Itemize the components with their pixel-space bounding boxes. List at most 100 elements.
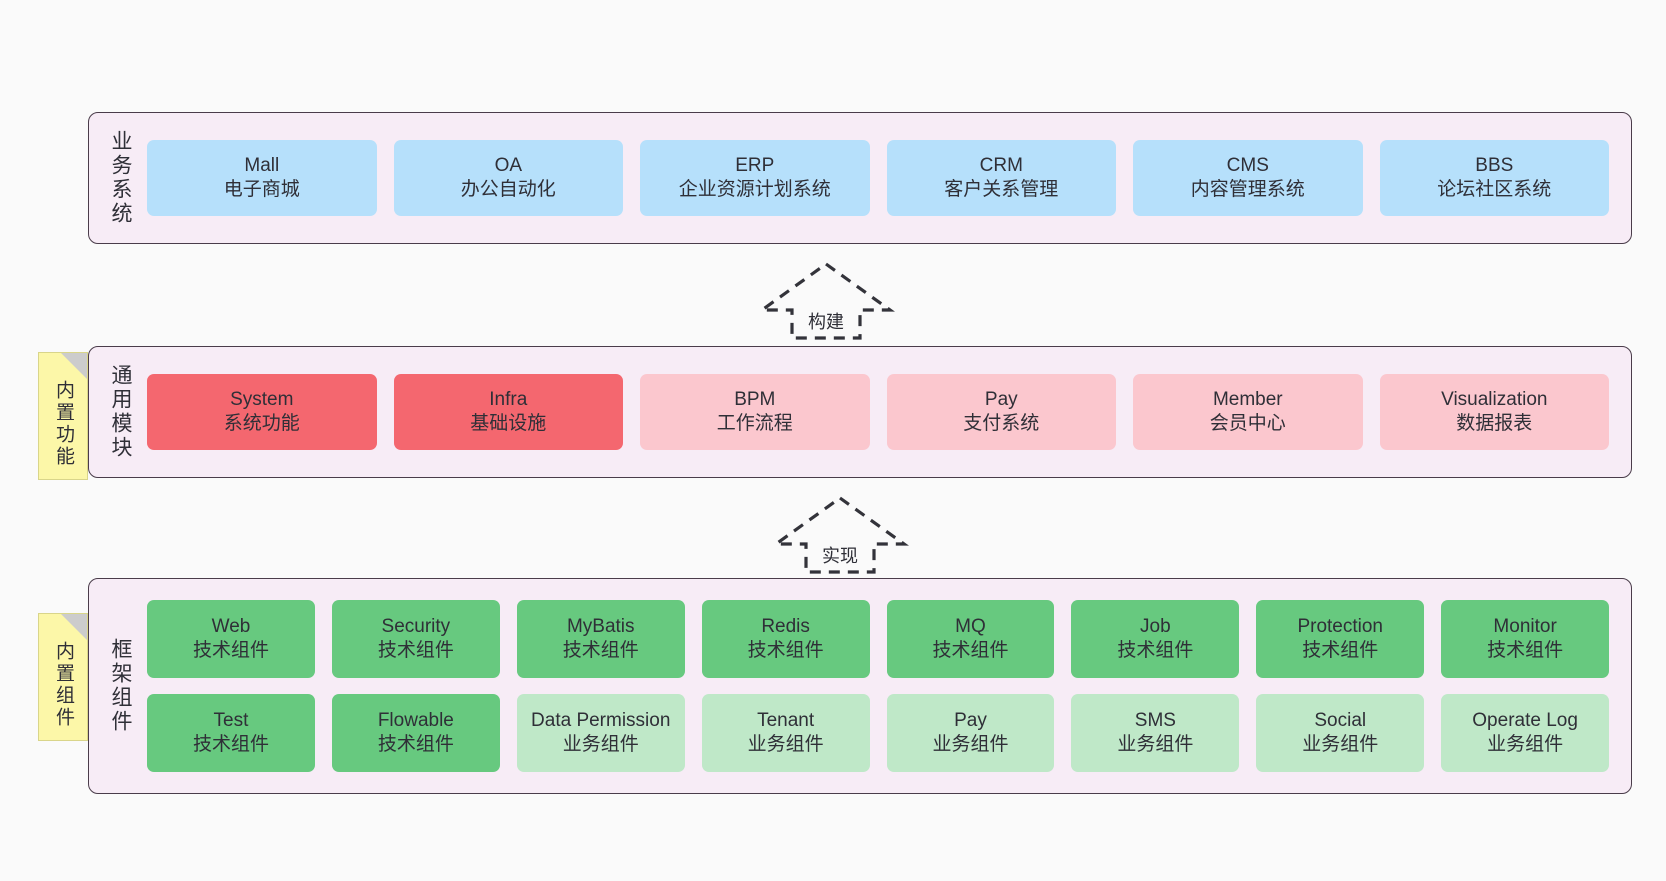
- node-member-cn: 会员中心: [1209, 413, 1286, 434]
- node-bpm[interactable]: BPM 工作流程: [640, 374, 870, 450]
- node-social-en: Social: [1314, 709, 1367, 731]
- node-pay-module[interactable]: Pay 支付系统: [886, 374, 1117, 450]
- node-test[interactable]: Test 技术组件: [147, 694, 315, 772]
- node-operate-log-en: Operate Log: [1472, 709, 1578, 731]
- node-system-cn: 系统功能: [223, 413, 300, 434]
- node-job-cn: 技术组件: [1117, 640, 1194, 661]
- node-mq-en: MQ: [955, 615, 986, 637]
- node-protection[interactable]: Protection 技术组件: [1256, 600, 1425, 678]
- node-monitor-cn: 技术组件: [1487, 640, 1564, 661]
- sticky-note-builtin-components-label: 内置组件: [52, 641, 74, 729]
- node-pay-component[interactable]: Pay 业务组件: [886, 694, 1055, 772]
- node-social-cn: 业务组件: [1302, 734, 1379, 755]
- node-visualization[interactable]: Visualization 数据报表: [1379, 374, 1610, 450]
- node-mq[interactable]: MQ 技术组件: [886, 600, 1055, 678]
- node-operate-log[interactable]: Operate Log 业务组件: [1441, 694, 1610, 772]
- node-oa-en: OA: [494, 154, 523, 176]
- layer-common-module-body: System 系统功能 Infra 基础设施 BPM 工作流程 Pay 支付系统…: [141, 347, 1615, 477]
- node-monitor-en: Monitor: [1493, 615, 1557, 637]
- connector-implement: 实现: [770, 492, 910, 578]
- node-bbs-cn: 论坛社区系统: [1437, 179, 1552, 200]
- node-tenant-en: Tenant: [757, 709, 815, 731]
- node-tenant[interactable]: Tenant 业务组件: [701, 694, 870, 772]
- node-erp-cn: 企业资源计划系统: [678, 179, 831, 200]
- node-protection-cn: 技术组件: [1302, 640, 1379, 661]
- node-crm-cn: 客户关系管理: [944, 179, 1059, 200]
- sticky-note-builtin-features: 内置功能: [38, 352, 88, 480]
- framework-tech-row: Web 技术组件 Security 技术组件 MyBatis 技术组件 Redi…: [147, 600, 1610, 678]
- node-web-cn: 技术组件: [192, 640, 269, 661]
- node-erp-en: ERP: [735, 154, 775, 176]
- layer-framework-component-label: 框架组件: [109, 638, 133, 734]
- node-pay-module-en: Pay: [984, 388, 1018, 410]
- node-member[interactable]: Member 会员中心: [1133, 374, 1363, 450]
- node-cms-en: CMS: [1226, 154, 1269, 176]
- node-job-en: Job: [1140, 615, 1171, 637]
- node-bbs[interactable]: BBS 论坛社区系统: [1379, 140, 1610, 216]
- node-sms-en: SMS: [1134, 709, 1176, 731]
- node-bbs-en: BBS: [1475, 154, 1514, 176]
- layer-common-module-label: 通用模块: [109, 364, 133, 460]
- node-data-permission[interactable]: Data Permission 业务组件: [516, 694, 685, 772]
- node-data-permission-cn: 业务组件: [562, 734, 639, 755]
- node-test-cn: 技术组件: [192, 734, 269, 755]
- node-cms[interactable]: CMS 内容管理系统: [1133, 140, 1363, 216]
- node-mall-en: Mall: [244, 154, 280, 176]
- node-cms-cn: 内容管理系统: [1190, 179, 1305, 200]
- connector-build-arrow: [757, 262, 895, 340]
- node-mybatis-cn: 技术组件: [562, 640, 639, 661]
- node-social[interactable]: Social 业务组件: [1256, 694, 1425, 772]
- connector-build-label: 构建: [805, 308, 847, 334]
- node-pay-component-cn: 业务组件: [932, 734, 1009, 755]
- framework-business-row: Test 技术组件 Flowable 技术组件 Data Permission …: [147, 694, 1610, 772]
- node-flowable-cn: 技术组件: [377, 734, 454, 755]
- note-fold-corner-icon-2: [61, 614, 87, 640]
- node-system-en: System: [230, 388, 294, 410]
- layer-business-system: 业务系统 Mall 电子商城 OA 办公自动化 ERP 企业资源计划系统 CRM…: [88, 112, 1632, 244]
- node-infra[interactable]: Infra 基础设施: [393, 374, 624, 450]
- node-infra-en: Infra: [489, 388, 528, 410]
- connector-build: 构建: [756, 258, 896, 344]
- node-mall[interactable]: Mall 电子商城: [147, 140, 377, 216]
- node-redis[interactable]: Redis 技术组件: [701, 600, 870, 678]
- node-web[interactable]: Web 技术组件: [147, 600, 315, 678]
- node-infra-cn: 基础设施: [470, 413, 547, 434]
- node-mall-cn: 电子商城: [223, 179, 300, 200]
- connector-implement-label: 实现: [819, 542, 861, 568]
- note-fold-corner-icon: [61, 353, 87, 379]
- layer-framework-component-body: Web 技术组件 Security 技术组件 MyBatis 技术组件 Redi…: [141, 579, 1615, 793]
- node-crm-en: CRM: [979, 154, 1023, 176]
- business-node-row: Mall 电子商城 OA 办公自动化 ERP 企业资源计划系统 CRM 客户关系…: [147, 140, 1610, 216]
- node-visualization-cn: 数据报表: [1456, 413, 1533, 434]
- node-mybatis[interactable]: MyBatis 技术组件: [516, 600, 685, 678]
- node-security-cn: 技术组件: [377, 640, 454, 661]
- node-job[interactable]: Job 技术组件: [1071, 600, 1240, 678]
- node-sms-cn: 业务组件: [1117, 734, 1194, 755]
- node-security-en: Security: [381, 615, 451, 637]
- node-sms[interactable]: SMS 业务组件: [1071, 694, 1240, 772]
- node-operate-log-cn: 业务组件: [1487, 734, 1564, 755]
- node-data-permission-en: Data Permission: [531, 709, 671, 731]
- layer-business-system-label: 业务系统: [109, 130, 133, 226]
- node-erp[interactable]: ERP 企业资源计划系统: [640, 140, 870, 216]
- node-pay-module-cn: 支付系统: [963, 413, 1040, 434]
- node-web-en: Web: [211, 615, 251, 637]
- layer-framework-component: 框架组件 Web 技术组件 Security 技术组件 MyBatis 技术组件…: [88, 578, 1632, 794]
- node-member-en: Member: [1212, 388, 1283, 410]
- node-test-en: Test: [213, 709, 249, 731]
- node-protection-en: Protection: [1297, 615, 1383, 637]
- sticky-note-builtin-features-label: 内置功能: [52, 380, 74, 468]
- node-system[interactable]: System 系统功能: [147, 374, 377, 450]
- node-pay-component-en: Pay: [954, 709, 987, 731]
- node-crm[interactable]: CRM 客户关系管理: [886, 140, 1117, 216]
- node-security[interactable]: Security 技术组件: [331, 600, 500, 678]
- node-redis-cn: 技术组件: [747, 640, 824, 661]
- common-node-row: System 系统功能 Infra 基础设施 BPM 工作流程 Pay 支付系统…: [147, 374, 1610, 450]
- sticky-note-builtin-components: 内置组件: [38, 613, 88, 741]
- node-oa[interactable]: OA 办公自动化: [393, 140, 624, 216]
- node-flowable[interactable]: Flowable 技术组件: [331, 694, 500, 772]
- node-bpm-en: BPM: [734, 388, 776, 410]
- node-oa-cn: 办公自动化: [460, 179, 556, 200]
- node-monitor[interactable]: Monitor 技术组件: [1441, 600, 1610, 678]
